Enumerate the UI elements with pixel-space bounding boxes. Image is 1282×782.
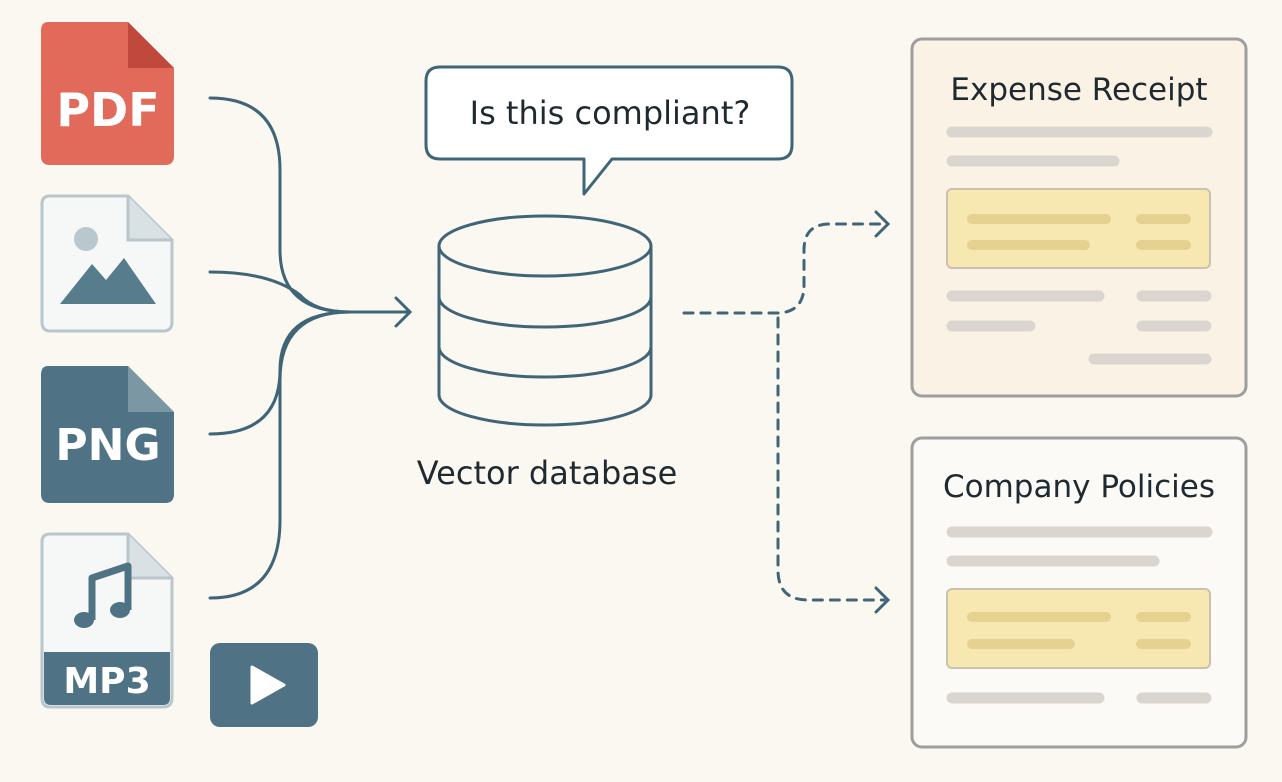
policies-highlight bbox=[946, 588, 1211, 669]
expense-receipt-card: Expense Receipt bbox=[910, 37, 1248, 398]
mp3-label: MP3 bbox=[63, 661, 150, 702]
query-text: Is this compliant? bbox=[470, 94, 751, 132]
receipt-highlight bbox=[946, 188, 1211, 269]
policies-title: Company Policies bbox=[943, 469, 1215, 505]
mountain-icon bbox=[60, 258, 156, 304]
image-file-icon bbox=[40, 194, 174, 333]
png-label: PNG bbox=[55, 420, 160, 471]
video-play-icon bbox=[210, 643, 318, 727]
arrow-head-icon bbox=[394, 296, 413, 328]
arrow-head-icon bbox=[874, 586, 891, 614]
retrieval-arrows bbox=[682, 210, 891, 614]
arrow-head-icon bbox=[874, 210, 891, 238]
database-icon bbox=[437, 214, 653, 427]
receipt-title: Expense Receipt bbox=[950, 72, 1207, 108]
png-file-icon: PNG bbox=[41, 366, 174, 503]
music-note-icon bbox=[74, 562, 132, 628]
pdf-label: PDF bbox=[56, 83, 159, 137]
query-bubble: Is this compliant? bbox=[424, 65, 794, 196]
company-policies-card: Company Policies bbox=[910, 436, 1248, 749]
sun-icon bbox=[74, 227, 98, 251]
pdf-file-icon: PDF bbox=[41, 22, 174, 165]
database-label: Vector database bbox=[417, 454, 678, 492]
merge-connector bbox=[208, 96, 413, 600]
mp3-file-icon: MP3 bbox=[40, 532, 174, 709]
receipt-text-lines bbox=[946, 126, 1213, 167]
policies-text-lines bbox=[946, 526, 1213, 567]
